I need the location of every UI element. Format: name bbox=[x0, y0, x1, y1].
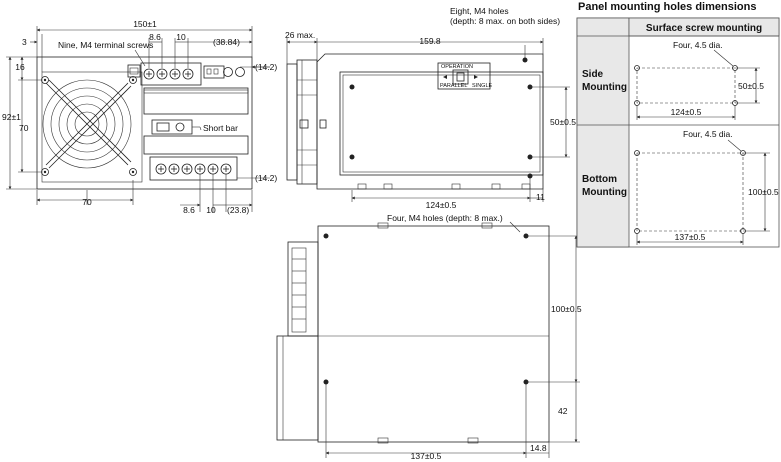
operation-switch: OPERATION PARALLEL SINGLE bbox=[437, 62, 493, 90]
side-holes-dia: Four, 4.5 dia. bbox=[673, 40, 723, 50]
bottom-body-outline bbox=[317, 225, 550, 443]
switch-label-left: PARALLEL bbox=[440, 83, 467, 89]
short-bar bbox=[151, 119, 200, 135]
dim-23-8: (23.8) bbox=[227, 205, 249, 215]
dim-14-2-top: (14.2) bbox=[255, 62, 277, 72]
dim-14-2-bottom: (14.2) bbox=[255, 173, 277, 183]
dim-10-top: 10 bbox=[176, 32, 186, 42]
front-view: 150±1 3 8.6 10 (38.84) (14.2) (14.2) 16 … bbox=[2, 19, 277, 215]
bottom-mounting-holes bbox=[323, 233, 529, 385]
dim-42: 42 bbox=[558, 406, 568, 416]
bottom-terminal-protrusion bbox=[276, 241, 319, 441]
dim-38-84: (38.84) bbox=[213, 37, 240, 47]
side-holes-label-2: (depth: 8 max. on both sides) bbox=[450, 16, 560, 26]
top-terminal-block bbox=[127, 62, 245, 86]
dim-92: 92±1 bbox=[2, 112, 21, 122]
panel-table-title: Panel mounting holes dimensions bbox=[578, 1, 756, 13]
dim-8-6-top: 8.6 bbox=[149, 32, 161, 42]
switch-label-top: OPERATION bbox=[441, 64, 473, 70]
dim-16: 16 bbox=[15, 62, 25, 72]
dim-14-8: 14.8 bbox=[530, 443, 547, 453]
dim-159-8: 159.8 bbox=[419, 36, 441, 46]
dim-50: 50±0.5 bbox=[550, 117, 576, 127]
dim-124: 124±0.5 bbox=[426, 200, 457, 210]
bottom-mounting-label-2: Mounting bbox=[582, 187, 627, 198]
side-dim-50: 50±0.5 bbox=[738, 81, 764, 91]
dim-3: 3 bbox=[22, 37, 27, 47]
dim-70-horizontal: 70 bbox=[82, 197, 92, 207]
dim-10-bottom: 10 bbox=[206, 205, 216, 215]
dim-70-vertical: 70 bbox=[19, 123, 29, 133]
bottom-view: Four, M4 holes (depth: 8 max.) 100±0.5 4… bbox=[276, 213, 582, 461]
panel-table-header: Surface screw mounting bbox=[646, 23, 762, 34]
panel-mounting-table: Panel mounting holes dimensions Surface … bbox=[576, 1, 780, 248]
side-holes-label-1: Eight, M4 holes bbox=[450, 6, 509, 16]
side-mounting-hole-pattern bbox=[634, 49, 760, 120]
side-body-outline bbox=[316, 53, 544, 190]
bottom-mounting-label-1: Bottom bbox=[582, 174, 617, 185]
side-mounting-label-2: Mounting bbox=[582, 82, 627, 93]
bottom-dim-137: 137±0.5 bbox=[675, 232, 706, 242]
side-mounting-label-1: Side bbox=[582, 69, 604, 80]
side-view: OPERATION PARALLEL SINGLE 26 max. 159.8 … bbox=[285, 6, 576, 210]
dim-150: 150±1 bbox=[133, 19, 157, 29]
bottom-terminal-block bbox=[149, 156, 238, 181]
bottom-dim-100: 100±0.5 bbox=[748, 187, 779, 197]
dim-11: 11 bbox=[536, 192, 545, 202]
terminal-screws-label: Nine, M4 terminal screws bbox=[58, 40, 153, 50]
bottom-holes-dia: Four, 4.5 dia. bbox=[683, 129, 733, 139]
side-dim-124: 124±0.5 bbox=[671, 107, 702, 117]
dim-26-max: 26 max. bbox=[285, 30, 315, 40]
switch-label-right: SINGLE bbox=[472, 83, 493, 89]
side-terminal-protrusion bbox=[286, 59, 327, 185]
dim-137: 137±0.5 bbox=[411, 451, 442, 461]
bottom-holes-label: Four, M4 holes (depth: 8 max.) bbox=[387, 213, 503, 223]
front-body-outline bbox=[36, 56, 253, 190]
side-mounting-holes bbox=[349, 57, 533, 179]
short-bar-label: Short bar bbox=[203, 123, 238, 133]
dim-100: 100±0.5 bbox=[551, 304, 582, 314]
bottom-mounting-hole-pattern bbox=[634, 139, 770, 245]
dim-8-6-bottom: 8.6 bbox=[183, 205, 195, 215]
fan-guard bbox=[41, 71, 143, 183]
